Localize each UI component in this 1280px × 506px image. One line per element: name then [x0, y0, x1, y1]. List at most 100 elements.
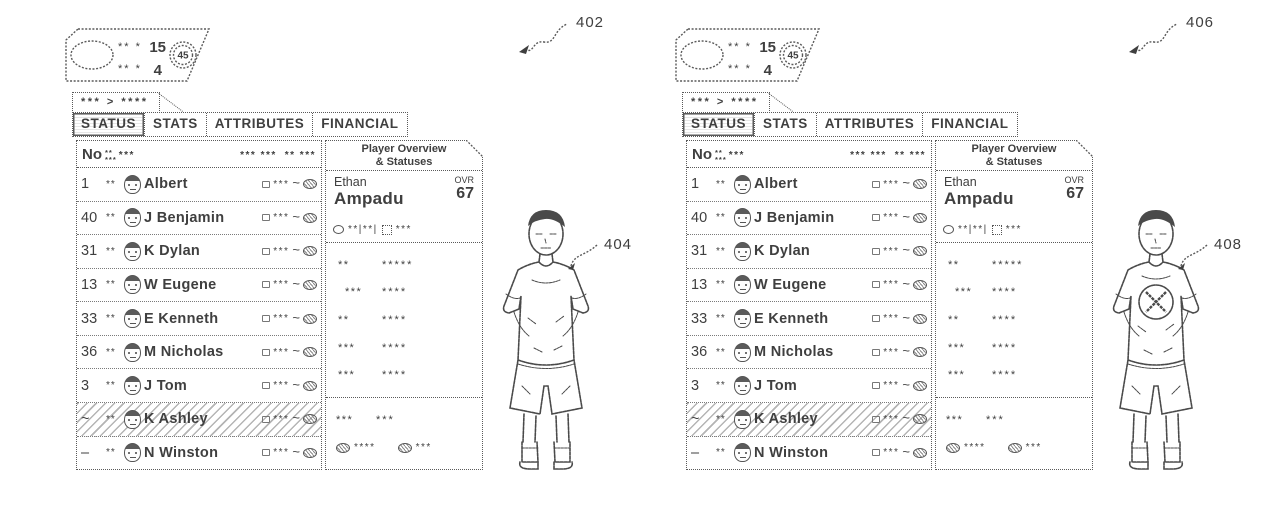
- table-row[interactable]: 3 ** J Tom *** ~: [687, 369, 931, 403]
- table-row[interactable]: 33 ** E Kenneth *** ~: [77, 302, 321, 336]
- table-row[interactable]: 1 ** Albert *** ~: [77, 168, 321, 202]
- row-meta-stars: ***: [883, 178, 900, 190]
- ball-icon: [303, 380, 317, 391]
- player-name: E Kenneth: [144, 310, 219, 327]
- player-identity: Ethan Ampadu OVR 67: [326, 171, 482, 217]
- player-name: E Kenneth: [754, 310, 829, 327]
- row-stars: **: [106, 346, 116, 358]
- jersey-number: 1: [691, 176, 700, 193]
- roster-header: No ** *** *** *** *** ** ***: [687, 141, 931, 168]
- card-icon: [262, 281, 271, 289]
- row-meta-stars: ***: [883, 279, 900, 291]
- player-avatar-icon: [734, 409, 751, 429]
- table-row[interactable]: 31 ** K Dylan *** ~: [687, 235, 931, 269]
- player-avatar-icon: [734, 174, 751, 194]
- table-row[interactable]: – ** N Winston *** ~: [77, 436, 321, 470]
- row-meta-stars: ***: [883, 212, 900, 224]
- club-badge: ** * 15 ** * 4 45: [65, 28, 211, 82]
- player-identity: Ethan Ampadu OVR 67: [936, 171, 1092, 217]
- ball-icon: [1007, 442, 1022, 453]
- row-stars: **: [106, 178, 116, 190]
- row-stars: **: [716, 447, 726, 459]
- game-screen-figure-right: ** * 15 ** * 4 45 406 *** > **** STATUS …: [668, 0, 1268, 506]
- form-icon: ~: [292, 309, 300, 325]
- table-row[interactable]: 33 ** E Kenneth *** ~: [687, 302, 931, 336]
- jersey-number: 3: [691, 377, 700, 394]
- table-row[interactable]: 36 ** M Nicholas *** ~: [687, 335, 931, 370]
- badge-score-bottom: 4: [764, 62, 773, 79]
- stat-row: *** ***: [336, 414, 395, 426]
- badge-score-bottom: 4: [154, 62, 163, 79]
- row-meta-stars: ***: [273, 178, 290, 190]
- badge-score-top: 15: [149, 39, 166, 56]
- player-name: K Ashley: [144, 411, 208, 428]
- form-icon: ~: [292, 410, 300, 426]
- badge-stars-bottom: ** *: [728, 63, 752, 75]
- roster-header: No ** *** *** *** *** ** ***: [77, 141, 321, 168]
- stat-row: *** ***: [946, 414, 1005, 426]
- player-name: K Dylan: [754, 243, 811, 260]
- ref-numeral-408: 408: [1176, 236, 1242, 270]
- table-row[interactable]: 1 ** Albert *** ~: [687, 168, 931, 202]
- jersey-number: –: [691, 444, 700, 461]
- breadcrumb[interactable]: *** > ****: [72, 92, 160, 113]
- player-avatar-icon: [124, 309, 141, 329]
- player-overview-panel: Player Overview & Statuses Ethan Ampadu …: [325, 140, 483, 470]
- ball-icon: [303, 212, 317, 223]
- table-row[interactable]: ~ ** K Ashley *** ~: [77, 402, 321, 437]
- row-stars: **: [106, 245, 116, 257]
- tab-attributes[interactable]: ATTRIBUTES: [815, 113, 923, 136]
- card-icon: [262, 348, 271, 356]
- table-row[interactable]: 31 ** K Dylan *** ~: [77, 235, 321, 269]
- tab-financial[interactable]: FINANCIAL: [922, 113, 1016, 136]
- form-icon: ~: [902, 175, 910, 191]
- tab-status[interactable]: STATUS: [683, 113, 754, 136]
- timer-circle-icon: [779, 41, 807, 69]
- stat-row: *** ****: [948, 341, 1018, 354]
- table-row[interactable]: 3 ** J Tom *** ~: [77, 369, 321, 403]
- jersey-number: ~: [691, 411, 700, 428]
- player-name: K Ashley: [754, 411, 818, 428]
- badge-stars-top: ** *: [118, 41, 142, 53]
- tab-stats[interactable]: STATS: [144, 113, 206, 136]
- club-crest-icon: [70, 40, 114, 70]
- stat-row: ** *****: [948, 258, 1024, 271]
- player-first-name: Ethan: [944, 175, 977, 189]
- ball-icon: [913, 447, 927, 458]
- game-screen-figure-left: ** * 15 ** * 4 45 402 *** > **** STATUS …: [58, 0, 658, 506]
- table-row[interactable]: 40 ** J Benjamin *** ~: [77, 201, 321, 236]
- card-icon: [262, 382, 271, 390]
- jersey-number: 1: [81, 176, 90, 193]
- jersey-number: 31: [691, 243, 708, 260]
- player-name: Albert: [144, 176, 188, 193]
- card-icon: [262, 415, 271, 423]
- card-icon: [872, 415, 881, 423]
- ball-icon: [913, 347, 927, 358]
- table-row[interactable]: 13 ** W Eugene *** ~: [687, 268, 931, 303]
- player-avatar-icon: [734, 309, 751, 329]
- table-row[interactable]: 40 ** J Benjamin *** ~: [687, 201, 931, 236]
- table-row[interactable]: 13 ** W Eugene *** ~: [77, 268, 321, 303]
- table-row[interactable]: 36 ** M Nicholas *** ~: [77, 335, 321, 370]
- ref-numeral-406: 406: [1126, 14, 1214, 56]
- row-meta-stars: ***: [883, 346, 900, 358]
- player-name: M Nicholas: [754, 344, 834, 361]
- row-stars: **: [716, 313, 726, 325]
- player-avatar-icon: [124, 376, 141, 396]
- breadcrumb[interactable]: *** > ****: [682, 92, 770, 113]
- timer-circle-icon: [169, 41, 197, 69]
- leader-line-icon: [519, 23, 568, 54]
- row-stars: **: [716, 178, 726, 190]
- table-row[interactable]: – ** N Winston *** ~: [687, 436, 931, 470]
- player-avatar-icon: [734, 342, 751, 362]
- ball-icon: [913, 212, 927, 223]
- tab-stats[interactable]: STATS: [754, 113, 816, 136]
- tab-attributes[interactable]: ATTRIBUTES: [205, 113, 313, 136]
- row-stars: **: [716, 279, 726, 291]
- ball-icon: [913, 313, 927, 324]
- table-row[interactable]: ~ ** K Ashley *** ~: [687, 402, 931, 437]
- jersey-number: 36: [81, 344, 98, 361]
- tab-status[interactable]: STATUS: [73, 113, 144, 136]
- tab-financial[interactable]: FINANCIAL: [312, 113, 406, 136]
- player-avatar-icon: [734, 376, 751, 396]
